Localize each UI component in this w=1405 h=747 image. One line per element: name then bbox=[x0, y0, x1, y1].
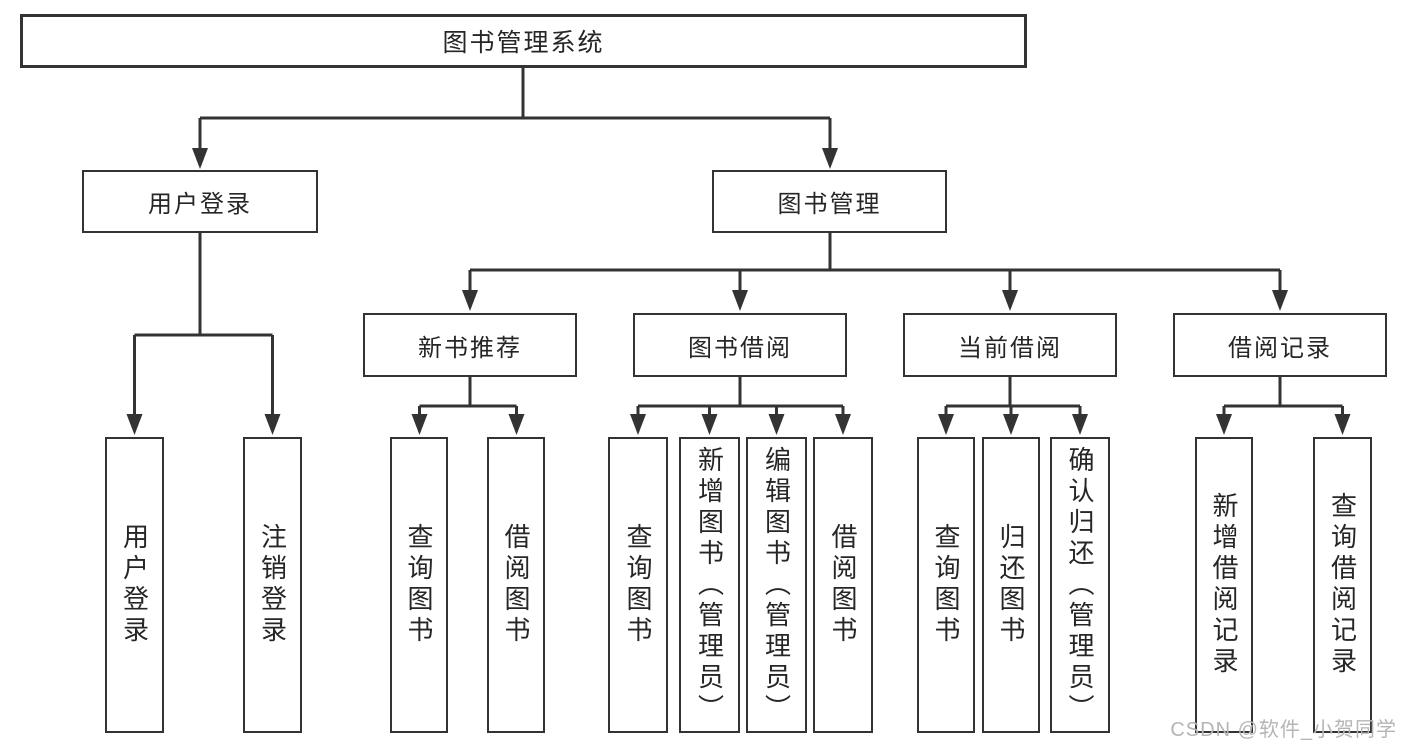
node-book-borrowing: 图书借阅 bbox=[633, 313, 847, 377]
node-leaf-return-books: 归还图书 bbox=[982, 437, 1040, 733]
node-label: 图书管理系统 bbox=[442, 29, 605, 57]
arrow-down-icon bbox=[1072, 414, 1088, 435]
node-book-management: 图书管理 bbox=[712, 170, 947, 233]
arrow-down-icon bbox=[1002, 290, 1018, 311]
node-leaf-logout: 注销登录 bbox=[243, 437, 302, 733]
node-leaf-confirm-return-admin: 确认归还（管理员） bbox=[1050, 437, 1110, 733]
node-leaf-query-books-current: 查询图书 bbox=[917, 437, 975, 733]
node-label: 查询图书 bbox=[404, 523, 434, 647]
connector-new-book-recommendation-children bbox=[411, 377, 525, 435]
node-label: 新增图书（管理员） bbox=[694, 445, 725, 725]
node-label: 编辑图书（管理员） bbox=[761, 445, 792, 725]
arrow-down-icon bbox=[1334, 414, 1351, 435]
node-leaf-add-borrow-record: 新增借阅记录 bbox=[1195, 437, 1253, 733]
connector-root-to-level2 bbox=[192, 68, 838, 169]
node-label: 确认归还（管理员） bbox=[1065, 445, 1095, 725]
arrow-down-icon bbox=[1003, 414, 1019, 435]
node-label: 借阅图书 bbox=[828, 523, 858, 647]
node-label: 归还图书 bbox=[996, 523, 1026, 647]
arrow-down-icon bbox=[1272, 290, 1288, 311]
arrow-down-icon bbox=[462, 290, 478, 311]
node-label: 图书管理 bbox=[777, 191, 882, 218]
arrow-down-icon bbox=[822, 148, 838, 169]
node-leaf-user-login: 用户登录 bbox=[105, 437, 164, 733]
node-label: 用户登录 bbox=[148, 191, 252, 218]
node-label: 查询借阅记录 bbox=[1327, 492, 1358, 678]
node-current-borrowing: 当前借阅 bbox=[903, 313, 1117, 377]
node-leaf-query-borrow-record: 查询借阅记录 bbox=[1313, 437, 1372, 733]
node-new-book-recommendation: 新书推荐 bbox=[363, 313, 577, 377]
arrow-down-icon bbox=[768, 414, 785, 435]
node-label: 用户登录 bbox=[119, 523, 150, 647]
node-leaf-borrow-books-borrow: 借阅图书 bbox=[813, 437, 873, 733]
arrow-down-icon bbox=[264, 414, 281, 435]
node-leaf-add-books-admin: 新增图书（管理员） bbox=[679, 437, 740, 733]
node-label: 新书推荐 bbox=[418, 334, 522, 362]
arrow-down-icon bbox=[192, 148, 208, 169]
connector-current-borrowing-children bbox=[938, 377, 1088, 435]
node-library-management-system: 图书管理系统 bbox=[20, 14, 1027, 68]
node-label: 查询图书 bbox=[931, 523, 961, 647]
arrow-down-icon bbox=[732, 290, 748, 311]
node-label: 新增借阅记录 bbox=[1209, 492, 1239, 678]
node-label: 借阅图书 bbox=[501, 523, 531, 647]
node-leaf-edit-books-admin: 编辑图书（管理员） bbox=[746, 437, 807, 733]
node-leaf-borrow-books-recommend: 借阅图书 bbox=[487, 437, 545, 733]
node-borrowing-records: 借阅记录 bbox=[1173, 313, 1387, 377]
node-label: 注销登录 bbox=[257, 523, 288, 647]
watermark: CSDN @软件_小贺同学 bbox=[1170, 719, 1397, 741]
node-label: 当前借阅 bbox=[958, 334, 1062, 362]
node-leaf-query-books-recommend: 查询图书 bbox=[390, 437, 448, 733]
arrow-down-icon bbox=[938, 414, 954, 435]
node-label: 图书借阅 bbox=[688, 334, 792, 362]
connector-borrowing-records-children bbox=[1216, 377, 1351, 435]
connector-book-management-children bbox=[462, 233, 1288, 311]
connector-user-login-children bbox=[126, 233, 281, 435]
arrow-down-icon bbox=[701, 414, 718, 435]
arrow-down-icon bbox=[508, 414, 525, 435]
connector-book-borrowing-children bbox=[630, 377, 851, 435]
node-label: 查询图书 bbox=[623, 523, 653, 647]
node-label: 借阅记录 bbox=[1228, 334, 1332, 362]
arrow-down-icon bbox=[630, 414, 646, 435]
arrow-down-icon bbox=[1216, 414, 1232, 435]
node-leaf-query-books-borrow: 查询图书 bbox=[608, 437, 668, 733]
arrow-down-icon bbox=[126, 414, 143, 435]
arrow-down-icon bbox=[835, 414, 851, 435]
arrow-down-icon bbox=[411, 414, 428, 435]
node-user-login: 用户登录 bbox=[82, 170, 318, 233]
